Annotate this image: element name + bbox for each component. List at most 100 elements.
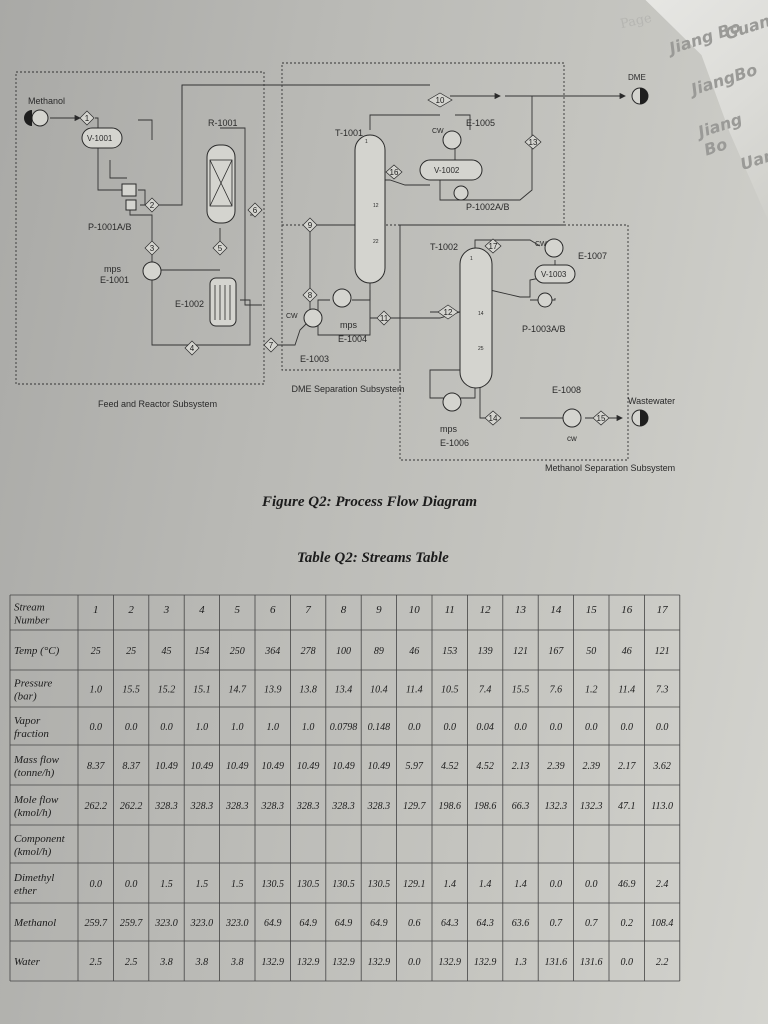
table-cell: 1.0: [89, 685, 102, 696]
table-cell: 100: [336, 646, 351, 657]
table-cell: 328.3: [331, 801, 355, 812]
column-header: 12: [480, 604, 492, 616]
row-label: Mass flow(tonne/h): [13, 754, 60, 779]
table-cell: 132.9: [297, 957, 320, 968]
e1005-utility-label: CW: [432, 128, 444, 135]
table-cell: 328.3: [367, 801, 391, 812]
table-cell: 129.7: [403, 801, 427, 812]
v1001-vessel: [81, 127, 123, 149]
e1006-reboiler: [442, 392, 462, 412]
stream-tag-10: 10: [436, 96, 445, 105]
stream-tag-6: 6: [253, 206, 258, 215]
table-cell: 1.0: [231, 722, 244, 733]
table-cell: 130.5: [297, 879, 320, 890]
table-cell: 323.0: [225, 918, 249, 929]
dme-separation-boundary-lower: [281, 224, 401, 371]
table-cell: 132.9: [438, 957, 461, 968]
table-cell: 64.3: [476, 918, 494, 929]
column-header: 6: [270, 604, 276, 616]
table-cell: 108.4: [651, 918, 674, 929]
table-cell: 8.37: [87, 761, 106, 772]
wastewater-product-half-fill: [640, 410, 648, 426]
row-label: Component(kmol/h): [14, 833, 66, 858]
t1002-column: [459, 247, 493, 389]
e1002-exchanger: [209, 277, 237, 327]
column-header: 13: [515, 604, 527, 616]
table-cell: 262.2: [84, 801, 107, 812]
table-cell: 2.2: [656, 957, 669, 968]
stream-tag-13: 13: [529, 138, 538, 147]
table-cell: 1.3: [514, 957, 527, 968]
e1005-label: E-1005: [466, 118, 495, 128]
table-cell: 1.4: [514, 879, 527, 890]
t1001-tray-12: 12: [373, 203, 379, 209]
table-cell: 25: [126, 646, 136, 657]
p1001-pump-b: [125, 199, 137, 211]
table-cell: 1.5: [160, 879, 173, 890]
v1001-label: V-1001: [87, 134, 113, 143]
table-cell: 15.5: [122, 685, 140, 696]
table-cell: 132.9: [261, 957, 284, 968]
dme-separation-label: DME Separation Subsystem: [291, 384, 404, 394]
e1007-condenser: [544, 238, 564, 258]
table-cell: 10.49: [226, 761, 249, 772]
stream-tag-3: 3: [150, 244, 155, 253]
table-cell: 3.8: [230, 957, 244, 968]
table-cell: 2.5: [89, 957, 102, 968]
figure-caption: Figure Q2: Process Flow Diagram: [262, 494, 478, 510]
table-cell: 13.9: [264, 685, 282, 696]
table-cell: 130.5: [332, 879, 355, 890]
e1007-utility-label: CW: [535, 241, 547, 248]
table-cell: 3.62: [652, 761, 671, 772]
table-cell: 250: [230, 646, 245, 657]
table-cell: 5.97: [406, 761, 425, 772]
e1003-exchanger: [303, 308, 323, 328]
table-cell: 167: [548, 646, 564, 657]
table-cell: 89: [374, 646, 384, 657]
table-cell: 15.5: [512, 685, 530, 696]
table-cell: 3.8: [159, 957, 173, 968]
table-cell: 45: [162, 646, 172, 657]
table-cell: 129.1: [403, 879, 426, 890]
table-cell: 153: [442, 646, 457, 657]
t1002-tray-14: 14: [478, 311, 484, 317]
table-cell: 328.3: [225, 801, 249, 812]
table-cell: 154: [194, 646, 209, 657]
table-cell: 25: [91, 646, 101, 657]
table-cell: 0.7: [550, 918, 564, 929]
t1002-tray-25: 25: [478, 346, 484, 352]
table-cell: 2.17: [618, 761, 637, 772]
table-cell: 278: [301, 646, 316, 657]
table-cell: 0.04: [476, 722, 494, 733]
e1001-utility-label: mps: [104, 264, 122, 274]
feed-reactor-boundary: [15, 71, 265, 385]
t1002-label: T-1002: [430, 242, 458, 252]
dme-separation-boundary-upper: [281, 62, 565, 226]
table-cell: 0.0: [585, 722, 598, 733]
dme-product-label: DME: [628, 73, 646, 82]
table-cell: 130.5: [261, 879, 284, 890]
e1004-reboiler: [332, 288, 352, 308]
table-cell: 121: [513, 646, 528, 657]
e1003-label: E-1003: [300, 354, 329, 364]
table-cell: 132.9: [332, 957, 355, 968]
row-label: Pressure(bar): [13, 678, 52, 703]
table-cell: 1.0: [266, 722, 279, 733]
table-cell: 0.0: [514, 722, 527, 733]
table-cell: 328.3: [296, 801, 320, 812]
table-cell: 113.0: [651, 801, 673, 812]
row-label: Temp (°C): [14, 645, 60, 657]
methanol-feed-label: Methanol: [28, 96, 65, 106]
r1001-label: R-1001: [208, 118, 238, 128]
methanol-feed-half-fill: [24, 110, 32, 126]
table-cell: 323.0: [154, 918, 178, 929]
column-header: 10: [409, 604, 421, 616]
column-header: 8: [341, 604, 347, 616]
p1003-pump: [537, 292, 553, 308]
process-flow-diagram: 1 2 3 4 5 6 7 8 9 10 11 12 13 14 15 16 1…: [15, 62, 675, 473]
t1001-column: [354, 134, 386, 284]
table-cell: 328.3: [190, 801, 214, 812]
table-cell: 8.37: [122, 761, 141, 772]
